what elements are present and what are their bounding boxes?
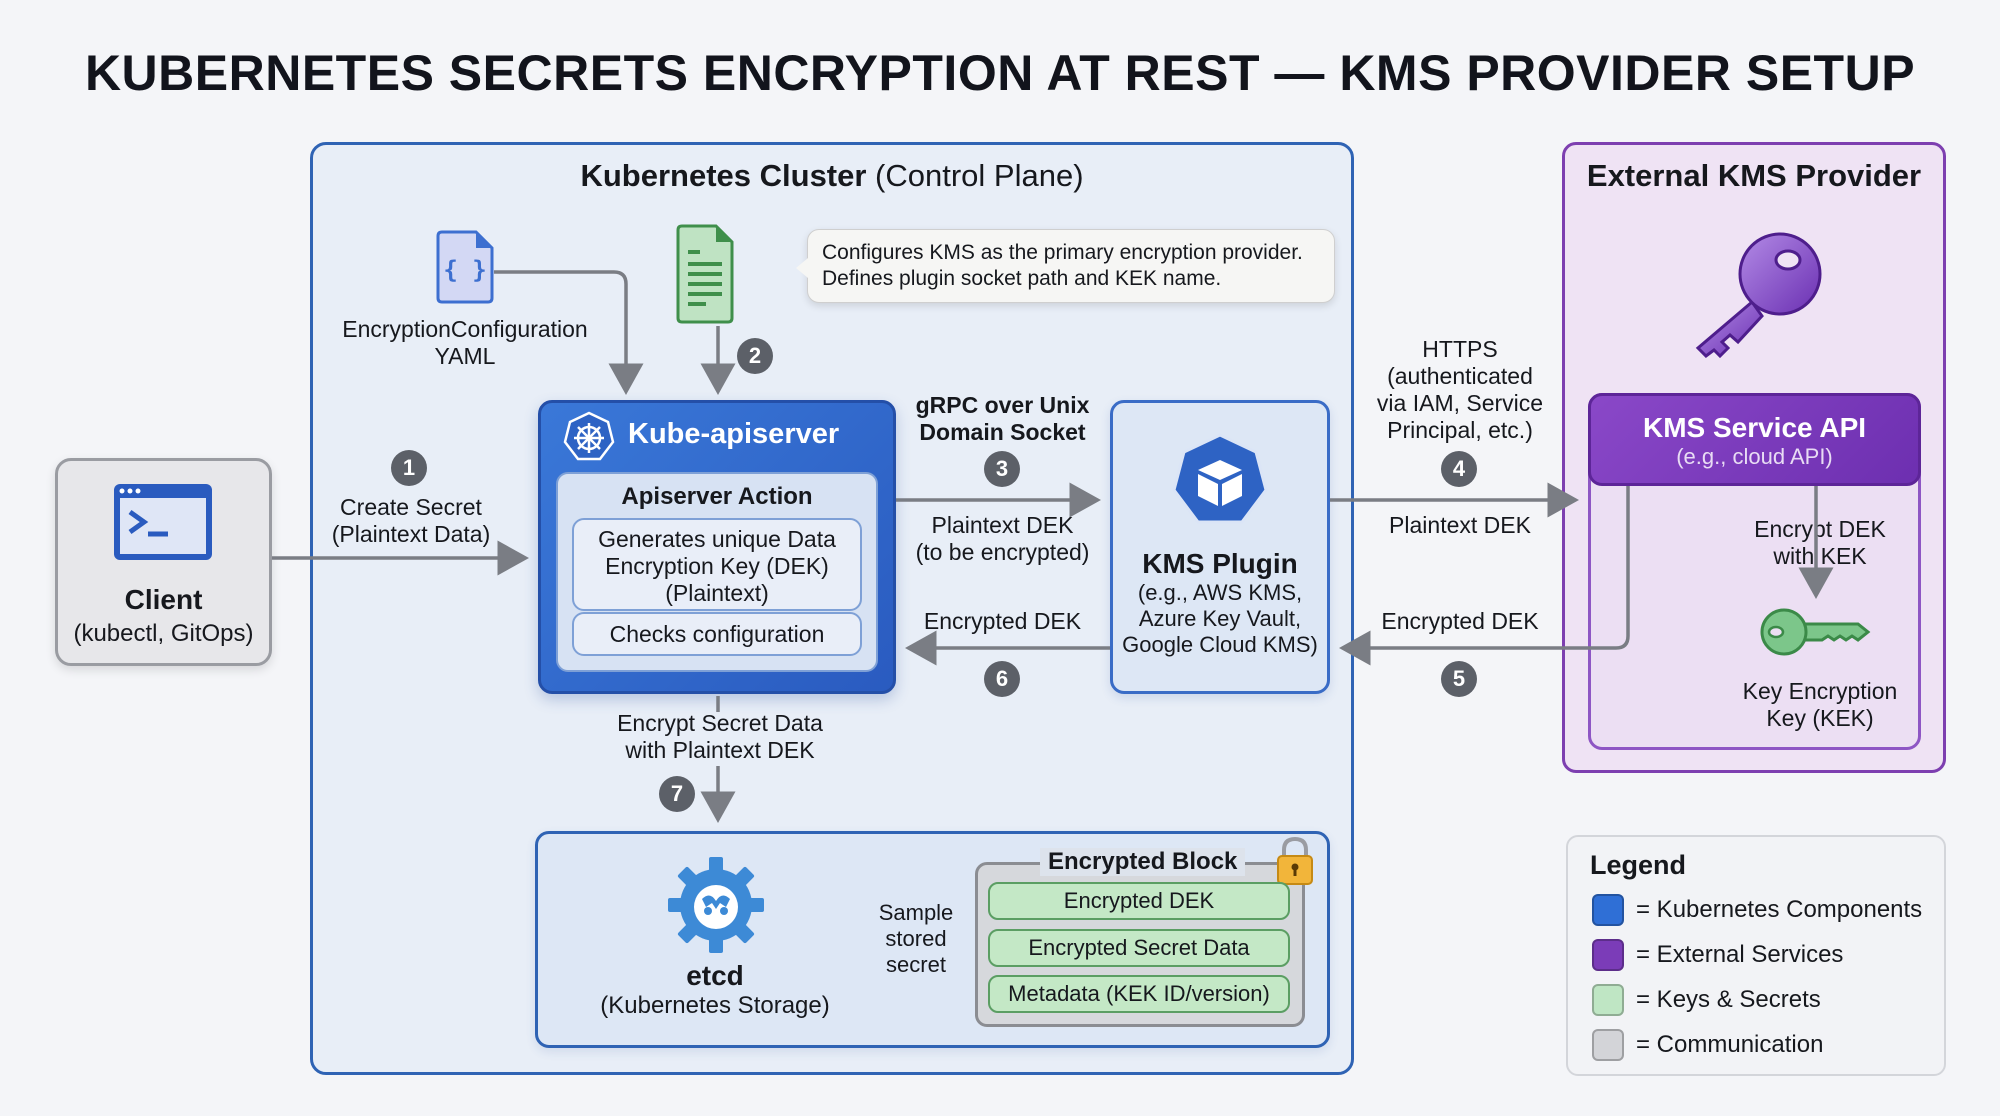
encrypted-block-item: Encrypted DEK bbox=[988, 882, 1290, 920]
flow-3-below-line2: (to be encrypted) bbox=[915, 539, 1090, 565]
cluster-title: Kubernetes Cluster (Control Plane) bbox=[310, 158, 1354, 194]
legend-swatch bbox=[1592, 939, 1624, 971]
flow-label-5: Encrypted DEK bbox=[1381, 608, 1539, 634]
kms-plugin-sub3: Google Cloud KMS) bbox=[1122, 632, 1318, 657]
green-key-icon bbox=[1758, 604, 1872, 660]
flow-3-below-line1: Plaintext DEK bbox=[931, 512, 1074, 538]
kms-plugin-sub2: Azure Key Vault, bbox=[1138, 606, 1302, 631]
flow-label-6: Encrypted DEK bbox=[923, 608, 1082, 634]
encrypted-block-item: Encrypted Secret Data bbox=[988, 929, 1290, 967]
sample-line1: Sample bbox=[878, 900, 954, 925]
encrypt-dek-line2: with KEK bbox=[1773, 543, 1867, 569]
flow-7-line1: Encrypt Secret Data bbox=[617, 710, 823, 736]
kms-service-api[interactable]: KMS Service API (e.g., cloud API) bbox=[1588, 393, 1921, 486]
etcd-name: etcd bbox=[686, 960, 744, 991]
callout-line2: Defines plugin socket path and KEK name. bbox=[822, 267, 1222, 290]
terminal-icon bbox=[112, 482, 214, 562]
client-name: Client bbox=[124, 584, 203, 615]
legend-item-keys: = Keys & Secrets bbox=[1592, 983, 1821, 1017]
legend-label: = Communication bbox=[1636, 1031, 1824, 1058]
flow-1-line1: Create Secret bbox=[340, 494, 482, 520]
action-check-line1: Checks configuration bbox=[609, 621, 825, 647]
sample-line3: secret bbox=[886, 952, 946, 977]
flow-4-line1: HTTPS bbox=[1422, 336, 1498, 362]
encrypted-block-title: Encrypted Block bbox=[1040, 848, 1246, 876]
flow-7-line2: with Plaintext DEK bbox=[625, 737, 815, 763]
key-icon bbox=[1680, 222, 1830, 362]
legend bbox=[1566, 835, 1946, 1076]
flow-label-4: HTTPS (authenticated via IAM, Service Pr… bbox=[1350, 336, 1570, 444]
etcd-label: etcd (Kubernetes Storage) bbox=[535, 960, 895, 1020]
legend-item-external: = External Services bbox=[1592, 938, 1843, 972]
kubernetes-helm-icon bbox=[562, 410, 616, 464]
document-icon bbox=[676, 224, 734, 326]
action-check-config: Checks configuration bbox=[572, 612, 862, 656]
kms-plugin-sub1: (e.g., AWS KMS, bbox=[1137, 580, 1303, 605]
client-subtitle: (kubectl, GitOps) bbox=[73, 620, 254, 647]
flow-4-line2: (authenticated bbox=[1387, 363, 1533, 389]
sample-stored-secret-label: Sample stored secret bbox=[860, 900, 972, 978]
kms-service-api-name: KMS Service API bbox=[1642, 412, 1867, 443]
step-badge-1: 1 bbox=[391, 450, 427, 486]
legend-label: = Kubernetes Components bbox=[1636, 896, 1923, 923]
json-file-icon: { } bbox=[436, 230, 494, 304]
step-badge-6: 6 bbox=[984, 661, 1020, 697]
kek-label: Key Encryption Key (KEK) bbox=[1700, 678, 1940, 732]
callout-pointer bbox=[796, 258, 808, 278]
svg-text:{ }: { } bbox=[443, 256, 486, 284]
kek-label-line2: Key (KEK) bbox=[1766, 705, 1874, 731]
legend-label: = External Services bbox=[1636, 941, 1844, 968]
legend-swatch bbox=[1592, 984, 1624, 1016]
legend-item-kubernetes: = Kubernetes Components bbox=[1592, 893, 1922, 927]
step-badge-3: 3 bbox=[984, 451, 1020, 487]
action-generate-line1: Generates unique Data bbox=[598, 526, 836, 552]
step-badge-2: 2 bbox=[737, 338, 773, 374]
etcd-subtitle: (Kubernetes Storage) bbox=[600, 992, 830, 1019]
flow-4-line4: Principal, etc.) bbox=[1387, 417, 1533, 443]
flow-label-3-below: Plaintext DEK (to be encrypted) bbox=[900, 512, 1105, 566]
encryption-config-label: EncryptionConfiguration YAML bbox=[320, 316, 610, 370]
flow-3-line1: gRPC over Unix bbox=[915, 392, 1090, 418]
kube-apiserver-title: Kube-apiserver bbox=[628, 418, 840, 450]
flow-label-4-below: Plaintext DEK bbox=[1389, 512, 1531, 538]
kms-plugin-name: KMS Plugin bbox=[1142, 548, 1298, 579]
kek-label-line1: Key Encryption bbox=[1742, 678, 1898, 704]
etcd-gear-icon bbox=[666, 855, 766, 955]
encrypted-block-item: Metadata (KEK ID/version) bbox=[988, 975, 1290, 1013]
legend-swatch bbox=[1592, 894, 1624, 926]
encryption-config-label-line2: YAML bbox=[434, 343, 496, 369]
flow-3-line2: Domain Socket bbox=[919, 419, 1086, 445]
action-generate-line3: (Plaintext) bbox=[665, 580, 769, 606]
cluster-title-bold: Kubernetes Cluster bbox=[580, 158, 867, 193]
step-badge-4: 4 bbox=[1441, 451, 1477, 487]
cube-icon bbox=[1170, 432, 1270, 532]
flow-1-line2: (Plaintext Data) bbox=[331, 521, 491, 547]
sample-line2: stored bbox=[885, 926, 947, 951]
action-generate-dek: Generates unique Data Encryption Key (DE… bbox=[572, 518, 862, 611]
apiserver-action-title: Apiserver Action bbox=[621, 483, 813, 510]
lock-icon bbox=[1276, 836, 1314, 886]
step-badge-5: 5 bbox=[1441, 661, 1477, 697]
diagram-title: KUBERNETES SECRETS ENCRYPTION AT REST — … bbox=[84, 45, 1916, 101]
kms-plugin-label: KMS Plugin (e.g., AWS KMS, Azure Key Vau… bbox=[1110, 548, 1330, 658]
legend-swatch bbox=[1592, 1029, 1624, 1061]
encrypt-dek-label: Encrypt DEK with KEK bbox=[1700, 516, 1940, 570]
flow-label-7: Encrypt Secret Data with Plaintext DEK bbox=[580, 710, 860, 764]
external-kms-title: External KMS Provider bbox=[1586, 158, 1922, 193]
legend-label: = Keys & Secrets bbox=[1636, 986, 1821, 1013]
flow-4-line3: via IAM, Service bbox=[1376, 390, 1544, 416]
legend-item-communication: = Communication bbox=[1592, 1028, 1823, 1062]
cluster-title-rest: (Control Plane) bbox=[866, 158, 1084, 193]
flow-label-3: gRPC over Unix Domain Socket bbox=[900, 392, 1105, 446]
kms-service-api-subtitle: (e.g., cloud API) bbox=[1676, 444, 1833, 469]
callout-line1: Configures KMS as the primary encryption… bbox=[822, 241, 1303, 264]
encrypt-dek-line1: Encrypt DEK bbox=[1754, 516, 1886, 542]
config-callout: Configures KMS as the primary encryption… bbox=[807, 229, 1335, 303]
legend-title: Legend bbox=[1590, 850, 1687, 880]
action-generate-line2: Encryption Key (DEK) bbox=[605, 553, 829, 579]
flow-label-1: Create Secret (Plaintext Data) bbox=[320, 494, 502, 548]
client-label: Client (kubectl, GitOps) bbox=[55, 584, 272, 648]
step-badge-7: 7 bbox=[659, 776, 695, 812]
encryption-config-label-line1: EncryptionConfiguration bbox=[342, 316, 588, 342]
